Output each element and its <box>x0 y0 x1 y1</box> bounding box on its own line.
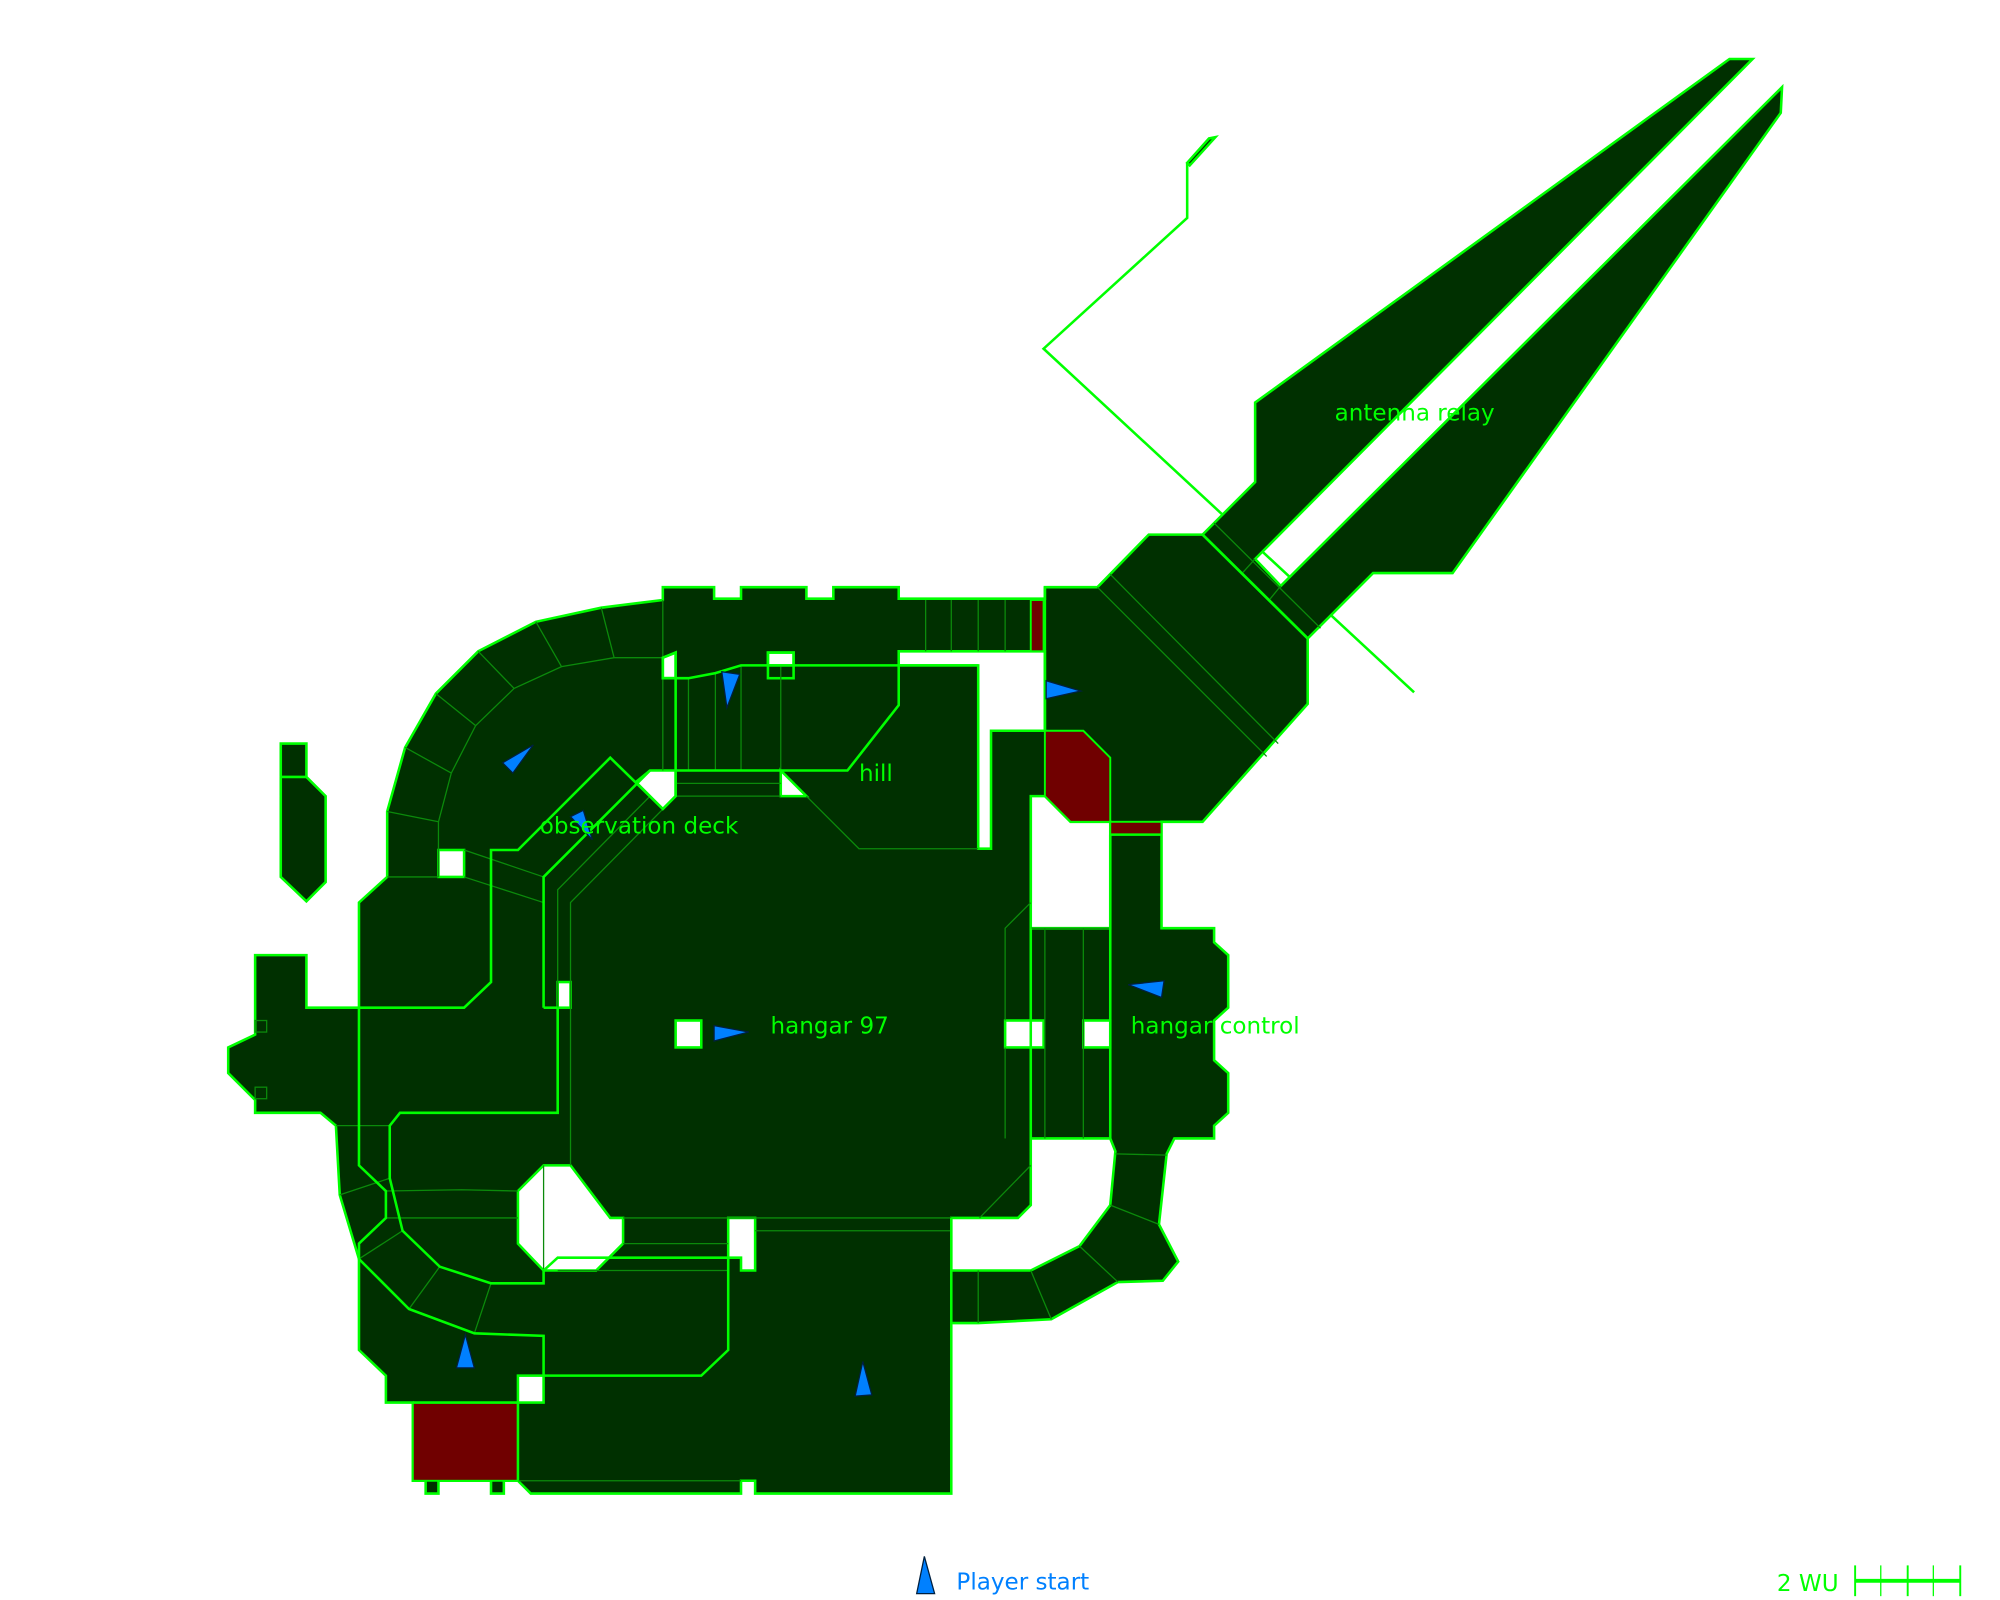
west-tower <box>279 742 327 904</box>
player-start-marker <box>1045 679 1084 700</box>
player-start-marker <box>501 744 534 775</box>
label-hill: hill <box>859 761 893 787</box>
player-start-legend-icon <box>915 1556 936 1595</box>
antenna-tip <box>1185 135 1219 168</box>
label-antenna-relay: antenna relay <box>1335 401 1495 427</box>
player-start-marker <box>721 671 741 711</box>
player-start-marker <box>713 1024 749 1042</box>
player-start-marker <box>455 1332 476 1369</box>
kill-zones <box>411 599 1163 1482</box>
antenna-relay-area <box>1200 57 1784 641</box>
player-starts <box>455 671 1165 1397</box>
sector-lines <box>335 522 1321 1482</box>
scale-bar: 2 WU <box>1777 1565 1962 1597</box>
player-start-marker <box>569 809 593 841</box>
label-observation-deck: observation deck <box>540 813 739 839</box>
voids <box>254 650 1117 1404</box>
legend: Player start <box>915 1556 1089 1596</box>
player-start-marker <box>1127 980 1165 999</box>
legend-player-start: Player start <box>956 1570 1089 1596</box>
scale-label: 2 WU <box>1777 1571 1839 1597</box>
label-hangar-control: hangar control <box>1131 1013 1300 1039</box>
walls <box>280 533 1309 1481</box>
label-hangar-97: hangar 97 <box>771 1013 889 1039</box>
player-start-marker <box>854 1361 873 1397</box>
